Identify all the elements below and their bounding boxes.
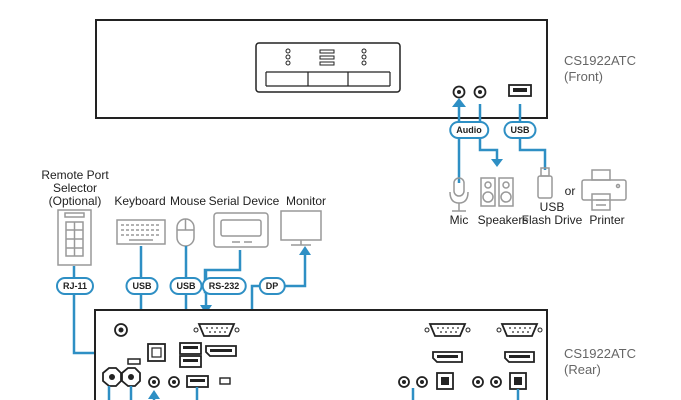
rs232-cable-tag: RS-232 <box>201 277 247 295</box>
flash-drive-label-line1: USB <box>539 200 565 214</box>
front-audio-jack-mic <box>452 85 466 99</box>
front-panel <box>95 19 548 119</box>
mouse-icon <box>176 218 195 247</box>
rear-usb-console-ports <box>179 342 202 368</box>
rear-dp-console-port <box>205 345 237 357</box>
rear-audio-jacks <box>148 376 180 388</box>
or-label: or <box>564 184 576 198</box>
speakers-icon <box>480 177 514 207</box>
rear-unit-side-label: (Rear) <box>564 362 601 377</box>
audio-cable-tag: Audio <box>449 121 489 139</box>
monitor-icon <box>280 210 322 246</box>
dp-arrow-icon <box>299 246 311 255</box>
serial-device-label: Serial Device <box>208 194 280 208</box>
mouse-usb-cable-tag: USB <box>169 277 203 295</box>
rear-switch-port <box>219 377 231 385</box>
printer-icon <box>581 169 627 211</box>
keyboard-icon <box>116 219 166 245</box>
mic-arrow-icon <box>452 98 466 107</box>
flash-drive-label-line2: Flash Drive <box>521 213 583 227</box>
mic-icon <box>449 177 469 212</box>
rear-coax-port-2 <box>121 367 141 387</box>
rear-bottom-cables <box>107 386 520 400</box>
rear-usb-port-bottom <box>186 375 209 388</box>
rear-computer-1-ports <box>398 323 471 390</box>
rear-mini-usb-port <box>127 358 141 365</box>
front-unit-model-label: CS1922ATC <box>564 53 637 68</box>
speaker-arrow-icon <box>491 159 503 167</box>
remote-selector-label-line2: Selector <box>52 181 98 195</box>
front-audio-jack-speaker <box>473 85 487 99</box>
rear-rj11-port <box>147 343 166 362</box>
rear-panel <box>94 309 548 400</box>
monitor-label: Monitor <box>285 194 327 208</box>
ground-screw-icon <box>114 323 128 337</box>
remote-port-selector-icon <box>57 209 92 266</box>
printer-label: Printer <box>589 213 625 227</box>
flash-drive-icon <box>537 167 553 199</box>
mic-label: Mic <box>449 213 469 227</box>
front-usb-port <box>508 84 532 97</box>
rear-computer-2-ports <box>472 323 543 390</box>
dp-cable-tag: DP <box>258 277 286 295</box>
front-unit-side-label: (Front) <box>564 69 603 84</box>
rear-audio-arrow-icon <box>148 390 160 399</box>
remote-selector-label-line3: (Optional) <box>48 194 102 208</box>
rear-rs232-console-port <box>193 323 240 337</box>
serial-device-icon <box>213 212 269 248</box>
rear-coax-port-1 <box>102 367 122 387</box>
keyboard-label: Keyboard <box>114 194 166 208</box>
keyboard-usb-cable-tag: USB <box>125 277 159 295</box>
speakers-label: Speakers <box>477 213 529 227</box>
front-usb-cable-tag: USB <box>503 121 537 139</box>
remote-selector-label-line1: Remote Port <box>41 168 109 182</box>
mouse-label: Mouse <box>169 194 207 208</box>
rear-unit-model-label: CS1922ATC <box>564 346 637 361</box>
rj11-cable-tag: RJ-11 <box>55 277 95 295</box>
